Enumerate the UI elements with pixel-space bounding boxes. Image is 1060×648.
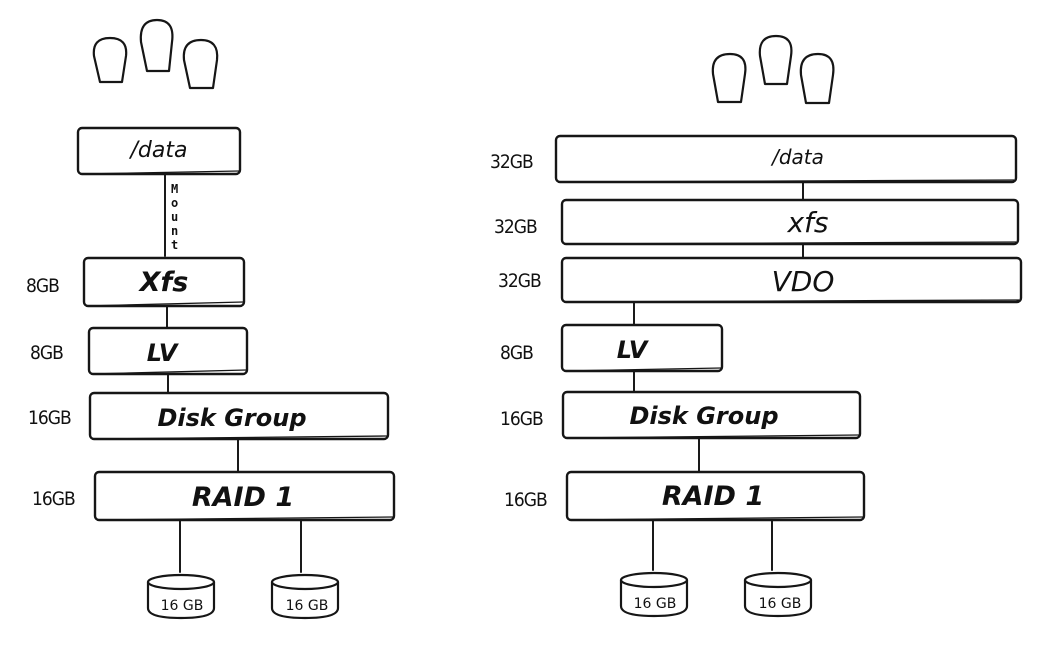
left-layer-raid-label: RAID 1 xyxy=(192,482,294,513)
mount-letter: t xyxy=(171,238,178,252)
right-size-raid: 16GB xyxy=(504,489,547,511)
right-layer-vdo: VDO 32GB xyxy=(498,256,1023,304)
right-layer-disk-group: Disk Group 16GB xyxy=(500,390,862,440)
left-mount-label: M o u n t xyxy=(171,182,178,252)
left-disk-icon: 16 GB xyxy=(270,573,340,620)
left-disk-icon: 16 GB xyxy=(146,573,216,620)
right-layer-data: /data 32GB xyxy=(490,134,1018,184)
mount-letter: M xyxy=(171,182,178,196)
left-layer-data-label: /data xyxy=(129,138,188,163)
left-size-raid: 16GB xyxy=(32,488,75,510)
right-layer-xfs: xfs 32GB xyxy=(494,198,1020,246)
right-layer-xfs-label: xfs xyxy=(786,206,828,239)
right-layer-data-label: /data xyxy=(770,145,824,169)
left-layer-lv-label: LV xyxy=(147,339,180,367)
right-stack: /data 32GB xfs 32GB VDO 32GB LV 8GB xyxy=(490,34,1023,618)
right-size-lv: 8GB xyxy=(500,342,533,364)
left-layer-xfs: Xfs 8GB xyxy=(26,256,246,308)
right-layer-disk-group-label: Disk Group xyxy=(629,402,778,430)
left-disk-label: 16 GB xyxy=(161,598,204,614)
left-layer-xfs-label: Xfs xyxy=(138,267,189,298)
left-layer-disk-group: Disk Group 16GB xyxy=(28,391,390,441)
right-layer-lv-label: LV xyxy=(617,336,650,364)
left-layer-disk-group-label: Disk Group xyxy=(157,404,306,432)
right-layer-raid-label: RAID 1 xyxy=(662,481,764,512)
right-disk-label: 16 GB xyxy=(634,596,677,612)
right-size-disk-group: 16GB xyxy=(500,408,543,430)
left-layer-raid: RAID 1 16GB xyxy=(32,470,396,522)
left-layer-lv: LV 8GB xyxy=(30,326,249,376)
right-users-icon xyxy=(711,34,835,105)
mount-letter: n xyxy=(171,224,178,238)
left-layer-data: /data xyxy=(76,126,242,176)
right-size-vdo: 32GB xyxy=(498,270,541,292)
right-layer-raid: RAID 1 16GB xyxy=(504,470,866,522)
mount-letter: u xyxy=(171,210,178,224)
mount-letter: o xyxy=(171,196,178,210)
right-layer-lv: LV 8GB xyxy=(500,323,724,373)
right-size-data: 32GB xyxy=(490,151,533,173)
right-layer-vdo-label: VDO xyxy=(772,265,835,298)
left-size-xfs: 8GB xyxy=(26,275,59,297)
right-size-xfs: 32GB xyxy=(494,216,537,238)
right-disk-icon: 16 GB xyxy=(743,571,813,618)
left-size-disk-group: 16GB xyxy=(28,407,71,429)
right-disk-icon: 16 GB xyxy=(619,571,689,618)
left-disk-label: 16 GB xyxy=(286,598,329,614)
left-stack: M o u n t /data Xfs 8GB LV 8GB xyxy=(26,18,396,620)
right-disk-label: 16 GB xyxy=(759,596,802,612)
left-size-lv: 8GB xyxy=(30,342,63,364)
left-users-icon xyxy=(92,18,219,90)
